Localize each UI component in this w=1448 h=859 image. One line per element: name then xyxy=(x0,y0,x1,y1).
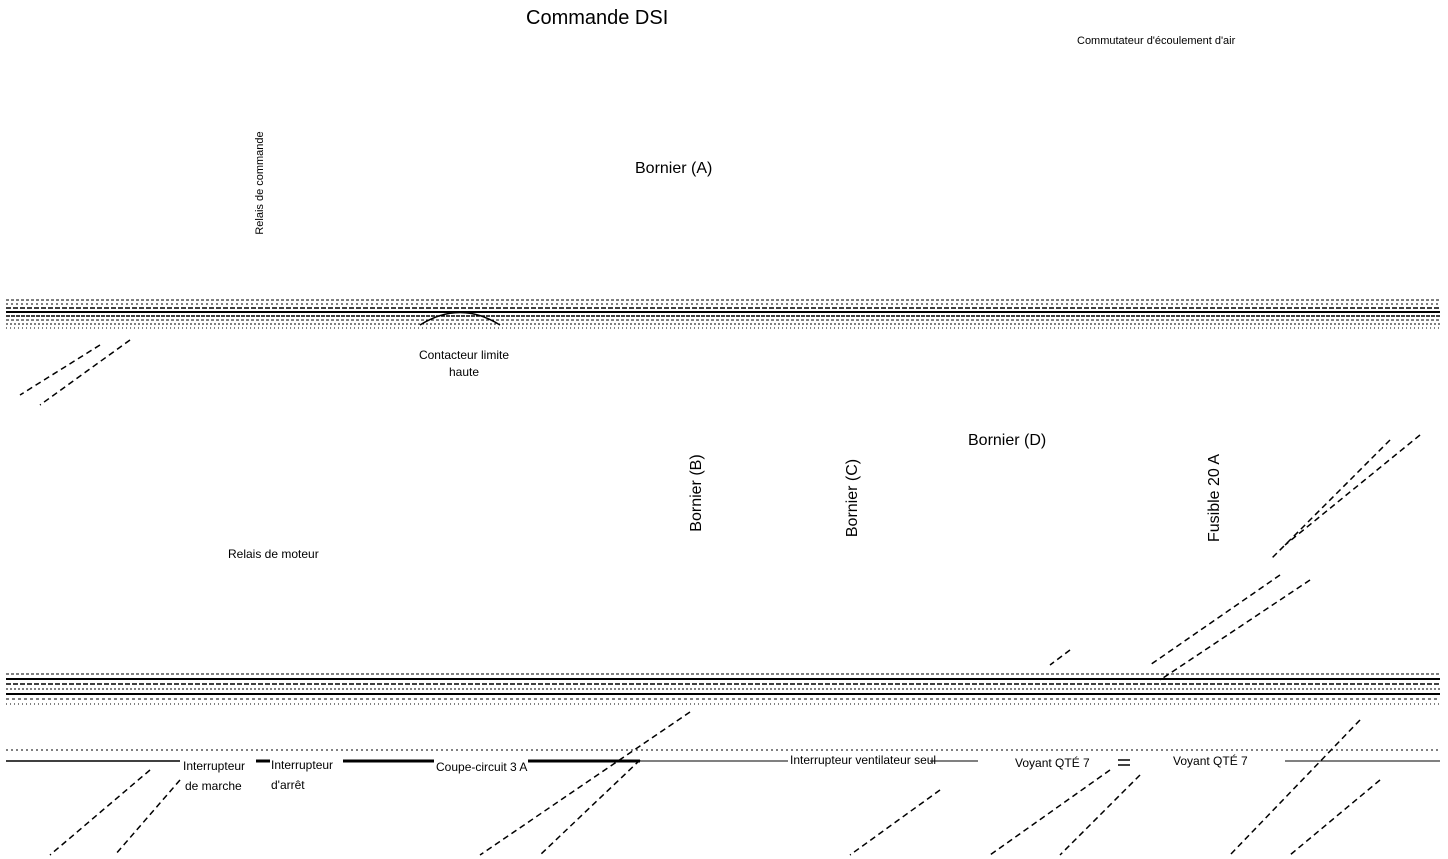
motor-relay-label: Relais de moteur xyxy=(228,547,319,561)
diagonal-wire-runs xyxy=(19,339,1421,856)
breaker-label: Coupe-circuit 3 A xyxy=(436,760,528,774)
upper-wire-harness xyxy=(6,299,1440,329)
run-switch-line1: Interrupteur xyxy=(183,759,246,773)
indicator-light-2-label: Voyant QTÉ 7 xyxy=(1173,754,1248,768)
terminal-a-label: Bornier (A) xyxy=(635,160,713,177)
high-limit-line2: haute xyxy=(448,365,480,379)
indicator-light-1-label: Voyant QTÉ 7 xyxy=(1015,756,1090,770)
terminal-b-label: Bornier (B) xyxy=(688,454,705,532)
terminal-d-label: Bornier (D) xyxy=(968,432,1047,449)
run-switch-label: Interrupteur de marche xyxy=(183,758,245,795)
stop-switch-line1: Interrupteur xyxy=(271,758,334,772)
control-relay-label: Relais de commande xyxy=(254,131,266,235)
diagram-title: Commande DSI xyxy=(526,7,669,29)
high-limit-line1: Contacteur limite xyxy=(418,348,510,362)
stop-switch-line2: d'arrêt xyxy=(271,778,305,792)
fan-only-switch-label: Interrupteur ventilateur seul xyxy=(790,753,937,767)
high-limit-switch-label: Contacteur limite haute xyxy=(418,347,510,381)
stop-switch-label: Interrupteur d'arrêt xyxy=(271,757,333,794)
run-switch-line2: de marche xyxy=(185,779,242,793)
component-lines xyxy=(6,759,1440,766)
fuse-label: Fusible 20 A xyxy=(1206,453,1223,543)
terminal-c-label: Bornier (C) xyxy=(844,458,861,538)
airflow-switch-label: Commutateur d'écoulement d'air xyxy=(1077,35,1236,47)
lower-wire-harness xyxy=(6,673,1440,751)
